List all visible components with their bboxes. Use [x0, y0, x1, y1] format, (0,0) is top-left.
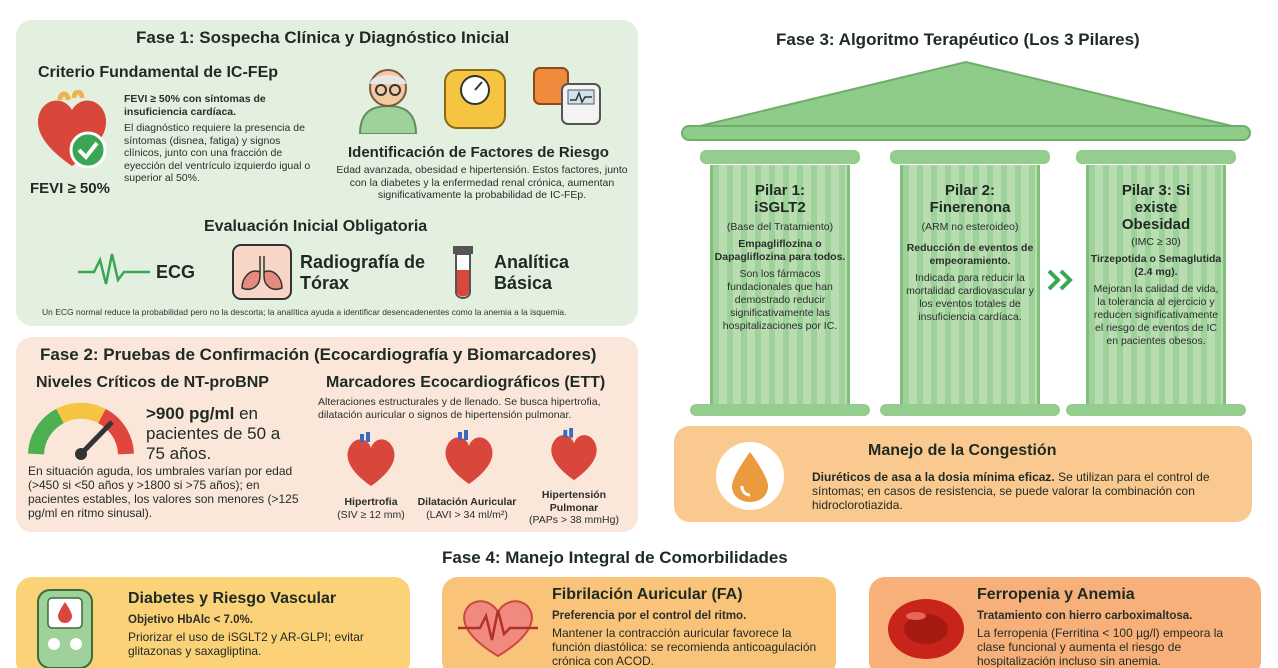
pillar-bold: Tirzepotida o Semaglutida (2.4 mg). [1090, 253, 1222, 278]
card-bold: Tratamiento con hierro carboximaltosa. [977, 610, 1193, 622]
bnp-value-rest: en pacientes de 50 a 75 años. [146, 404, 281, 463]
marker-hipertension: Hipertensión Pulmonar (PAPs > 38 mmHg) [524, 489, 624, 527]
heart-icon [546, 428, 602, 489]
gauge-icon [26, 398, 136, 465]
card-title: Ferropenia y Anemia [977, 586, 1135, 603]
card-bold: Objetivo HbAlc < 7.0%. [128, 614, 253, 626]
glucometer-icon [36, 588, 94, 668]
marker-value: (PAPs > 38 mmHg) [529, 514, 619, 526]
pillar-3-column [1086, 165, 1226, 405]
heart-icon [440, 430, 498, 493]
pillar-bold: Empagliflozina o Dapagliflozina para tod… [714, 238, 846, 263]
card-text: La ferropenia (Ferritina < 100 µg/l) emp… [977, 626, 1224, 668]
pillar-text: Indicada para reducir la mortalidad card… [906, 272, 1034, 323]
risk-text: Edad avanzada, obesidad e hipertensión. … [336, 164, 628, 201]
marker-name: Hipertrofia [344, 496, 398, 508]
lungs-icon [232, 244, 292, 305]
card-bold: Preferencia por el control del ritmo. [552, 610, 747, 622]
heart-ecg-icon [458, 596, 538, 663]
pillar-3: Pilar 3: Si existe Obesidad (IMC ≥ 30) T… [1090, 182, 1222, 348]
heart-icon [342, 432, 400, 495]
pillar-text: Son los fármacos fundacionales que han d… [722, 268, 838, 332]
card-text: Mantener la contracción auricular favore… [552, 626, 817, 668]
bnp-title: Niveles Críticos de NT-proBNP [36, 374, 269, 391]
pillar-text: Mejoran la calidad de vida, la toleranci… [1093, 283, 1219, 347]
congestion-text: Se utilizan para el control de síntomas;… [812, 470, 1210, 512]
phase1-title: Fase 1: Sospecha Clínica y Diagnóstico I… [136, 28, 510, 47]
pillar-2-column [900, 165, 1040, 405]
pillar-1-column [710, 165, 850, 405]
marker-name: Hipertensión Pulmonar [541, 489, 607, 514]
congestion-bold: Diuréticos de asa a la dosia mínima efic… [812, 470, 1055, 484]
ecg-icon [78, 250, 150, 295]
pillar-1: Pilar 1: iSGLT2 (Base del Tratamiento) E… [714, 182, 846, 333]
criterion-bold-text: FEVI ≥ 50% con síntomas de insuficiencia… [124, 93, 266, 118]
card-title: Fibrilación Auricular (FA) [552, 586, 743, 603]
card-title: Diabetes y Riesgo Vascular [128, 590, 337, 607]
criterion-title: Criterio Fundamental de IC-FEp [38, 64, 279, 81]
pillar-title: Pilar 1: iSGLT2 [754, 182, 806, 216]
criterion-text: El diagnóstico requiere la presencia de … [124, 122, 311, 184]
evaluation-title: Evaluación Inicial Obligatoria [204, 218, 428, 235]
chevron-double-right-icon [1046, 268, 1076, 297]
ett-title: Marcadores Ecocardiográficos (ETT) [326, 374, 606, 391]
pillar-subtitle: (Base del Tratamiento) [726, 221, 834, 233]
marker-name: Dilatación Auricular [417, 496, 517, 508]
evaluation-note: Un ECG normal reduce la probabilidad per… [42, 307, 567, 317]
pillar-cap [1076, 150, 1236, 164]
phase4-title: Fase 4: Manejo Integral de Comorbilidade… [442, 548, 788, 567]
pillar-title: Pilar 3: Si existe Obesidad [1121, 182, 1191, 233]
pillar-base [880, 404, 1060, 416]
pillar-cap [890, 150, 1050, 164]
risk-title: Identificación de Factores de Riesgo [348, 144, 609, 161]
phase3-title: Fase 3: Algoritmo Terapéutico (Los 3 Pil… [776, 30, 1140, 49]
eval-item-ecg: ECG [156, 262, 196, 282]
marker-hipertrofia: Hipertrofia (SIV ≥ 12 mm) [328, 496, 414, 521]
pillar-subtitle: (ARM no esteroideo) [921, 221, 1019, 233]
marker-dilatacion: Dilatación Auricular (LAVI > 34 ml/m²) [410, 496, 524, 521]
eval-item-analitica: Analítica Básica [494, 252, 570, 293]
drop-icon [714, 440, 786, 517]
ett-text: Alteraciones estructurales y de llenado.… [318, 396, 601, 421]
bnp-value-block: >900 pg/ml en pacientes de 50 a 75 años. [146, 404, 286, 464]
scale-icon [442, 64, 508, 137]
heart-check-icon [30, 89, 114, 179]
marker-value: (LAVI > 34 ml/m²) [426, 508, 508, 521]
pillar-cap [700, 150, 860, 164]
bnp-text: En situación aguda, los umbrales varían … [28, 464, 299, 520]
card-text: Priorizar el uso de iSGLT2 y AR-GLPI; ev… [128, 630, 364, 658]
phase2-title: Fase 2: Pruebas de Confirmación (Ecocard… [40, 345, 597, 364]
marker-value: (SIV ≥ 12 mm) [337, 508, 405, 521]
pillar-base [690, 404, 870, 416]
congestion-text-block: Diuréticos de asa a la dosia mínima efic… [812, 470, 1236, 512]
elderly-person-icon [356, 64, 420, 139]
blood-pressure-icon [532, 64, 604, 135]
red-blood-cell-icon [886, 596, 966, 667]
temple-roof [680, 58, 1252, 147]
bnp-value: >900 pg/ml [146, 404, 235, 423]
pillar-bold: Reducción de eventos de empeoramiento. [906, 242, 1034, 267]
test-tube-icon [450, 244, 476, 307]
pillar-subtitle: (IMC ≥ 30) [1131, 236, 1181, 248]
pillar-2: Pilar 2: Finerenona (ARM no esteroideo) … [904, 182, 1036, 324]
eval-item-radiografia: Radiografía de Tórax [300, 252, 426, 293]
congestion-title: Manejo de la Congestión [868, 442, 1057, 459]
fevi-badge: FEVI ≥ 50% [30, 180, 110, 197]
pillar-title: Pilar 2: Finerenona [929, 182, 1011, 216]
pillar-base [1066, 404, 1246, 416]
